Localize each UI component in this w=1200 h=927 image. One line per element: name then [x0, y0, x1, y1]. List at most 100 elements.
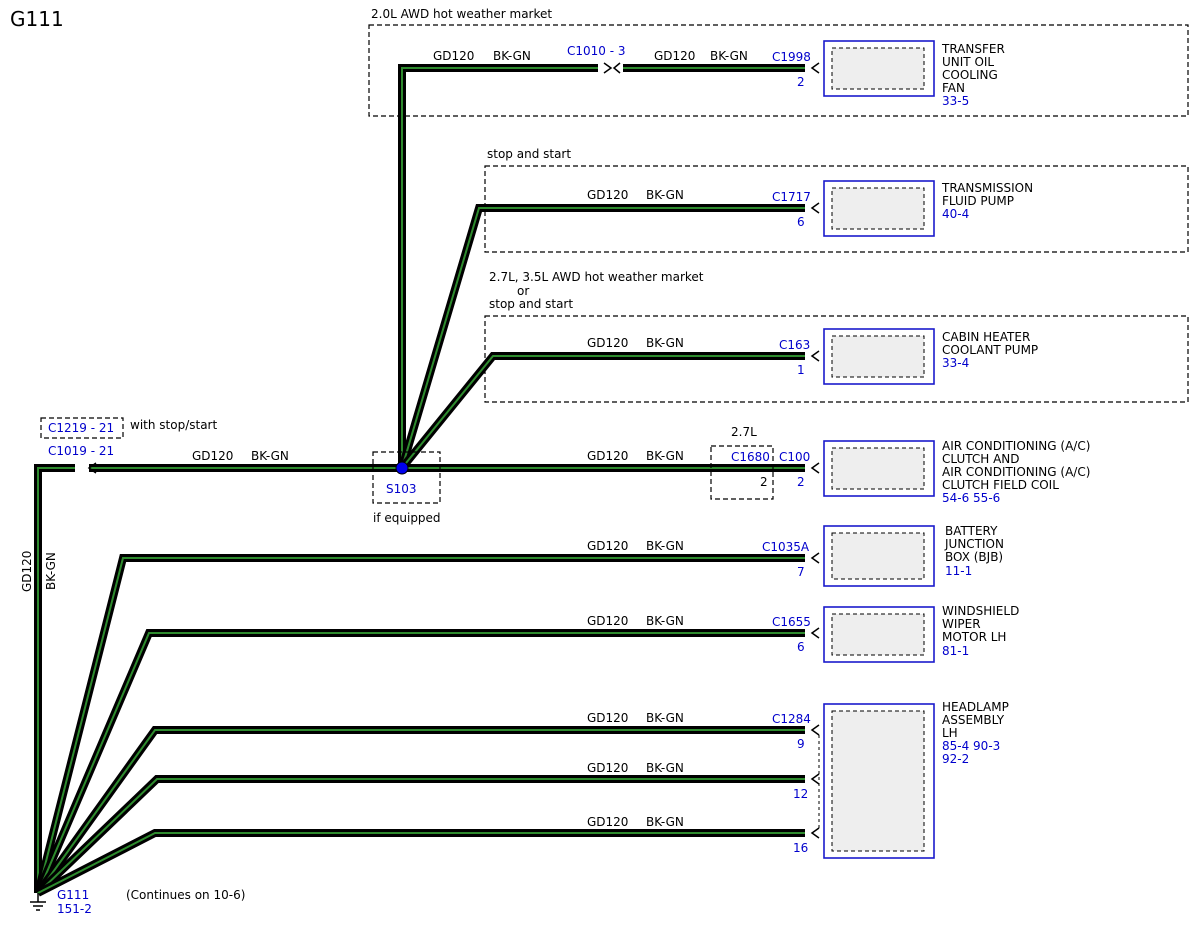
- note-stop-and-start: stop and start: [487, 147, 571, 161]
- c1680-pin: 2: [760, 475, 768, 489]
- component-name-line: WINDSHIELD: [942, 604, 1019, 618]
- wire-color: BK-GN: [493, 49, 531, 63]
- pin-c1998: 2: [797, 75, 805, 89]
- c1019-symbol: [87, 462, 97, 474]
- wire-circuit: GD120: [654, 49, 695, 63]
- option-box-2-7-awd: [484, 315, 1189, 403]
- pin-c1284-9: 9: [797, 737, 805, 751]
- component-battery-junction-box: C1035A 7 BATTERY JUNCTION BOX (BJB) 11-1: [762, 524, 1004, 587]
- pin-c163: 1: [797, 363, 805, 377]
- wire-color: BK-GN: [646, 815, 684, 829]
- component-name-line: COOLANT PUMP: [942, 343, 1038, 357]
- connector-c1655: C1655: [772, 615, 811, 629]
- component-name-line: TRANSMISSION: [941, 181, 1033, 195]
- component-ref[interactable]: 85-4 90-3: [942, 739, 1000, 753]
- c1219-option-box: [40, 417, 124, 439]
- connector-c163: C163: [779, 338, 810, 352]
- ground-page-ref[interactable]: 151-2: [57, 902, 92, 916]
- note-with-stop-start: with stop/start: [130, 418, 217, 432]
- component-ref[interactable]: 92-2: [942, 752, 969, 766]
- connector-c1035a: C1035A: [762, 540, 810, 554]
- pin-c1284-16: 16: [793, 841, 808, 855]
- c1680-option-box: [710, 445, 774, 500]
- wire-color: BK-GN: [646, 614, 684, 628]
- wire-circuit: GD120: [587, 711, 628, 725]
- wire-labels: GD120 BK-GN GD120 BK-GN GD120 BK-GN GD12…: [20, 49, 748, 829]
- component-cabin-heater-coolant-pump: C163 1 CABIN HEATER COOLANT PUMP 33-4: [779, 328, 1038, 385]
- component-name-line: CABIN HEATER: [942, 330, 1030, 344]
- component-name-line: MOTOR LH: [942, 630, 1006, 644]
- wire-circuit: GD120: [587, 614, 628, 628]
- pin-c100: 2: [797, 475, 805, 489]
- c1010-female-symbol: [612, 62, 621, 74]
- note-if-equipped: if equipped: [373, 511, 441, 525]
- wire-circuit: GD120: [587, 188, 628, 202]
- wire-to-c1998: [398, 64, 598, 468]
- wire-to-c1035a: [34, 554, 805, 894]
- component-name-line: CLUTCH AND: [942, 452, 1020, 466]
- s103-option-box: [372, 451, 441, 504]
- option-box-stop-start: [484, 165, 1189, 253]
- component-name-line: LH: [942, 726, 958, 740]
- option-box-2-0-awd: [368, 24, 1189, 117]
- component-name-line: ASSEMBLY: [942, 713, 1005, 727]
- ground-id: G111: [57, 888, 89, 902]
- c1219-label: C1219 - 21: [48, 421, 114, 435]
- component-ref[interactable]: 33-5: [942, 94, 969, 108]
- wire-circuit-vertical: GD120: [20, 551, 34, 592]
- wire-color-vertical: BK-GN: [44, 552, 58, 590]
- component-name-line: FAN: [942, 81, 965, 95]
- note-continues: (Continues on 10-6): [126, 888, 245, 902]
- component-ref[interactable]: 81-1: [942, 644, 969, 658]
- note-2-7-hot-weather-line2: stop and start: [489, 297, 573, 311]
- component-transmission-fluid-pump: C1717 6 TRANSMISSION FLUID PUMP 40-4: [772, 180, 1033, 237]
- wire-to-c1655: [34, 629, 805, 895]
- component-name-line: WIPER: [942, 617, 981, 631]
- component-transfer-unit-fan: C1998 2 TRANSFER UNIT OIL COOLING FAN 33…: [772, 40, 1005, 108]
- c1680-label: C1680: [731, 450, 770, 464]
- component-ref[interactable]: 33-4: [942, 356, 969, 370]
- pin-c1655: 6: [797, 640, 805, 654]
- component-name-line: UNIT OIL: [942, 55, 994, 69]
- component-name-line: BATTERY: [945, 524, 998, 538]
- connector-c100: C100: [779, 450, 810, 464]
- component-ref[interactable]: 11-1: [945, 564, 972, 578]
- component-name-line: AIR CONDITIONING (A/C): [942, 439, 1090, 453]
- wire-color: BK-GN: [646, 711, 684, 725]
- wire-circuit: GD120: [587, 761, 628, 775]
- wire-circuit: GD120: [192, 449, 233, 463]
- ground-g111: G111 151-2: [30, 888, 92, 916]
- wire-circuit: GD120: [587, 449, 628, 463]
- wire-color: BK-GN: [646, 761, 684, 775]
- wire-circuit: GD120: [587, 336, 628, 350]
- component-name-line: TRANSFER: [941, 42, 1005, 56]
- connector-c1717: C1717: [772, 190, 811, 204]
- component-name-line: FLUID PUMP: [942, 194, 1014, 208]
- wire-harness: [34, 64, 805, 897]
- wire-color: BK-GN: [646, 188, 684, 202]
- wire-to-c1284-9: [34, 726, 805, 896]
- component-headlamp-assembly: C1284 9 12 16 HEADLAMP ASSEMBLY LH 85-4 …: [772, 700, 1009, 859]
- connector-c1284: C1284: [772, 712, 811, 726]
- wire-circuit: GD120: [587, 539, 628, 553]
- pin-c1035a: 7: [797, 565, 805, 579]
- pin-c1717: 6: [797, 215, 805, 229]
- component-name-line: BOX (BJB): [945, 550, 1003, 564]
- component-name-line: CLUTCH FIELD COIL: [942, 478, 1059, 492]
- note-2-7l: 2.7L: [731, 425, 757, 439]
- wire-circuit: GD120: [433, 49, 474, 63]
- wire-color: BK-GN: [710, 49, 748, 63]
- component-ref[interactable]: 40-4: [942, 207, 969, 221]
- wire-color: BK-GN: [251, 449, 289, 463]
- wire-circuit: GD120: [587, 815, 628, 829]
- component-ref[interactable]: 54-6 55-6: [942, 491, 1000, 505]
- s103-label: S103: [386, 482, 417, 496]
- pin-c1284-12: 12: [793, 787, 808, 801]
- component-windshield-wiper-motor: C1655 6 WINDSHIELD WIPER MOTOR LH 81-1: [772, 604, 1019, 663]
- component-name-line: AIR CONDITIONING (A/C): [942, 465, 1090, 479]
- note-2-7-hot-weather-or: or: [517, 284, 529, 298]
- c1010-label: C1010 - 3: [567, 44, 626, 58]
- note-2-0-awd-hot-weather: 2.0L AWD hot weather market: [371, 7, 552, 21]
- wire-to-c1284-16: [36, 829, 805, 897]
